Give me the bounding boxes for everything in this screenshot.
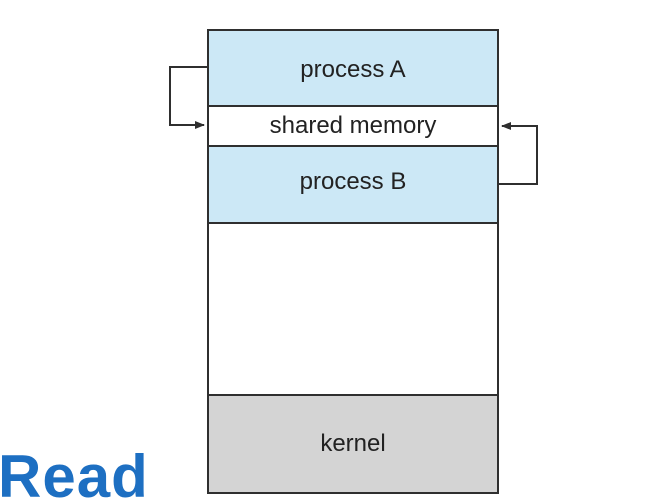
free-space-segment — [209, 224, 497, 396]
process-a-to-shared-arrow — [169, 66, 207, 129]
process-a-segment: process A — [209, 31, 497, 107]
shared-memory-segment: shared memory — [209, 107, 497, 147]
process-b-segment: process B — [209, 147, 497, 224]
process-b-label: process B — [299, 167, 407, 195]
partial-heading: Read — [0, 443, 149, 502]
kernel-label: kernel — [320, 430, 386, 457]
shared-memory-label: shared memory — [269, 112, 437, 139]
kernel-segment: kernel — [209, 396, 497, 492]
address-space-column: process A shared memory process B kernel — [207, 29, 499, 494]
process-a-label: process A — [300, 56, 406, 83]
process-b-to-shared-arrow — [499, 122, 538, 185]
